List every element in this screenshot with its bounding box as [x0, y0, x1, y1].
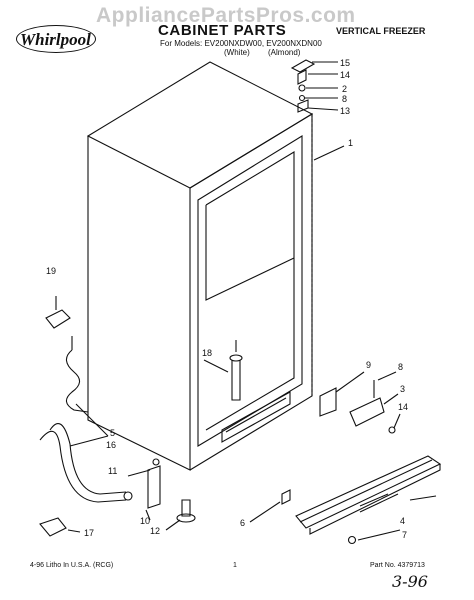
part-number: Part No. 4379713 [370, 562, 425, 569]
callout-2: 2 [342, 84, 347, 94]
callout-7: 7 [402, 530, 407, 540]
drain-tube [231, 360, 241, 401]
hose-clip [39, 517, 67, 537]
callout-11: 11 [108, 466, 117, 476]
brand-logo-ring [16, 25, 96, 53]
bottom-hinge [319, 387, 337, 417]
cabinet-top [86, 61, 314, 189]
callout-8: 8 [342, 94, 347, 104]
callout-1: 1 [348, 138, 353, 148]
page-title: CABINET PARTS [158, 22, 287, 39]
callout-19: 19 [46, 266, 56, 276]
callout-16: 16 [106, 440, 116, 450]
power-cord [65, 349, 89, 413]
callout-9: 9 [366, 360, 371, 370]
callout-8b: 8 [398, 362, 403, 372]
cord-clip [45, 309, 71, 329]
callout-10: 10 [140, 516, 150, 526]
callout-4: 4 [400, 516, 405, 526]
callout-18: 18 [202, 348, 212, 358]
color-white-label: (White) [224, 48, 250, 57]
callout-14b: 14 [398, 402, 408, 412]
callout-12: 12 [150, 526, 160, 536]
page-number: 1 [233, 562, 237, 569]
watermark: AppliancePartsPros.com [96, 4, 356, 27]
cabinet-left-side [87, 136, 191, 471]
page-subtitle: VERTICAL FREEZER [336, 26, 426, 36]
leveling-leg [181, 499, 191, 517]
callout-5: 5 [110, 428, 115, 438]
models-line: For Models: EV200NXDW00, EV200NXDN00 [160, 39, 322, 48]
drain-hose [39, 430, 127, 503]
drain-fitting [147, 465, 161, 509]
callout-3: 3 [400, 384, 405, 394]
brand-logo: Whirlpool [20, 30, 91, 49]
breaker-strip [221, 391, 291, 443]
cabinet-front-opening [197, 135, 303, 447]
print-info: 4-96 Litho In U.S.A. (RCG) [30, 562, 114, 569]
callout-6: 6 [240, 518, 245, 528]
callout-14: 14 [340, 70, 350, 80]
color-almond-label: (Almond) [268, 48, 301, 57]
callout-17: 17 [84, 528, 94, 538]
handwritten-note: 3-96 [392, 572, 428, 591]
top-hinge [290, 59, 316, 73]
callout-13: 13 [340, 106, 350, 116]
callout-15: 15 [340, 58, 350, 68]
